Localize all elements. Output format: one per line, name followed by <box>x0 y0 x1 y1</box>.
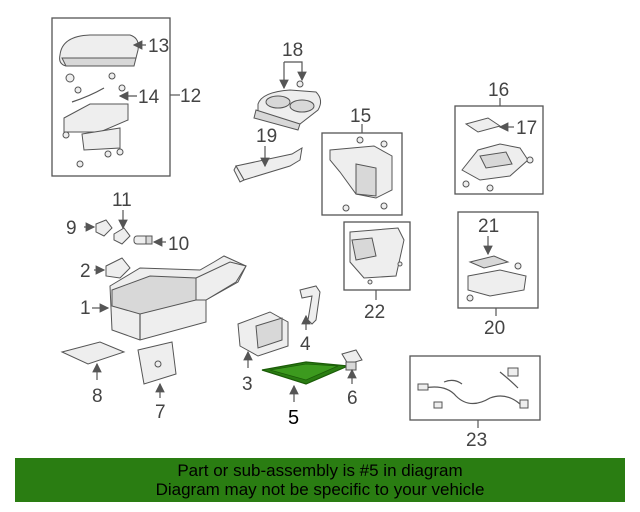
part-2[interactable] <box>105 257 131 279</box>
callout-15: 15 <box>350 106 371 127</box>
callout-19: 19 <box>256 126 277 147</box>
callout-11: 11 <box>112 190 132 211</box>
part-5-highlighted[interactable] <box>261 361 349 385</box>
part-18[interactable] <box>253 80 322 131</box>
banner-line-2: Diagram may not be specific to your vehi… <box>155 480 485 499</box>
part-6[interactable] <box>341 349 363 371</box>
part-15-group[interactable] <box>321 132 403 216</box>
parts-diagram: 1 2 3 4 5 6 7 8 9 10 11 12 13 14 15 16 1… <box>51 17 544 451</box>
banner-line-1: Part or sub-assembly is #5 in diagram <box>177 461 463 480</box>
part-12-group[interactable] <box>51 17 180 177</box>
callout-23: 23 <box>466 430 487 451</box>
part-20-group[interactable] <box>457 211 539 309</box>
callout-4: 4 <box>300 334 311 355</box>
info-banner: Part or sub-assembly is #5 in diagram Di… <box>15 458 625 502</box>
callout-3: 3 <box>242 374 253 395</box>
part-16-group[interactable] <box>454 105 544 195</box>
callout-12: 12 <box>180 86 201 107</box>
callout-1: 1 <box>80 298 91 319</box>
callout-2: 2 <box>80 261 91 282</box>
callout-16: 16 <box>488 80 509 101</box>
part-10[interactable] <box>133 235 153 245</box>
part-4[interactable] <box>299 285 321 325</box>
part-19[interactable] <box>233 147 303 183</box>
callout-14: 14 <box>138 87 160 108</box>
part-3[interactable] <box>237 311 289 357</box>
callout-7: 7 <box>155 402 166 423</box>
callout-8: 8 <box>92 386 103 407</box>
callout-5: 5 <box>288 407 299 429</box>
part-1[interactable] <box>109 255 247 341</box>
part-9[interactable] <box>95 219 113 237</box>
part-7[interactable] <box>137 341 177 385</box>
part-8[interactable] <box>60 341 126 365</box>
callout-17: 17 <box>516 118 537 139</box>
callout-21: 21 <box>478 216 499 237</box>
callout-9: 9 <box>66 218 77 239</box>
part-11[interactable] <box>113 227 131 245</box>
callout-10: 10 <box>168 234 189 255</box>
callout-6: 6 <box>347 388 358 409</box>
callout-22: 22 <box>364 302 385 323</box>
callout-18: 18 <box>282 40 303 61</box>
part-22-group[interactable] <box>343 221 411 291</box>
part-23-group[interactable] <box>409 355 541 421</box>
callout-13: 13 <box>148 36 169 57</box>
callout-20: 20 <box>484 318 505 339</box>
